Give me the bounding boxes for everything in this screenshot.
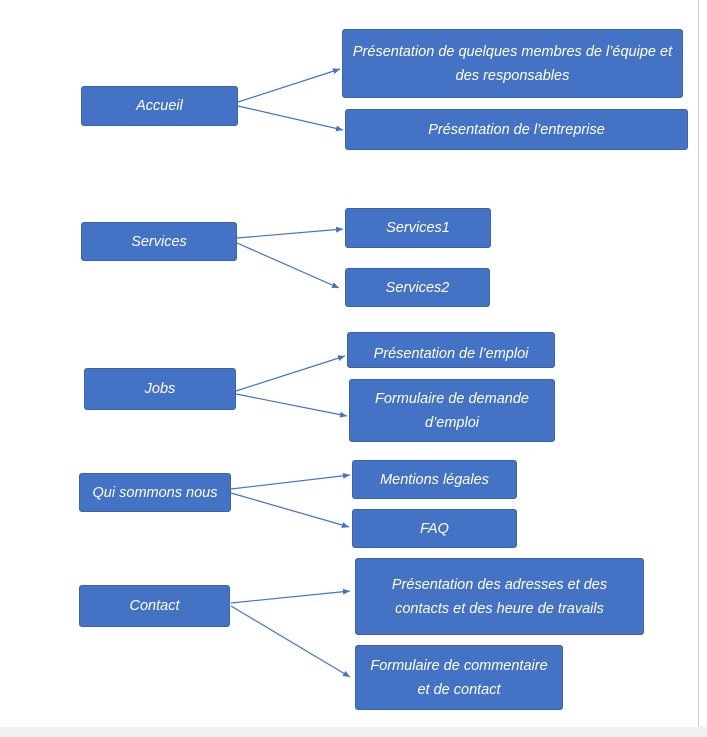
arrow-contact-to-formulaire-contact [230,605,351,678]
node-presentation-emploi: Présentation de l’emploi [347,332,555,368]
node-formulaire-contact-label: Formulaire de commentaire et de contact [370,657,548,698]
arrow-contact-to-adresses [230,588,351,604]
node-presentation-equipe-label: Présentation de quelques membres de l’éq… [352,43,673,84]
arrow-qui-to-faq [230,492,350,528]
node-presentation-equipe: Présentation de quelques membres de l’éq… [342,29,683,98]
arrow-services-to-services2 [236,242,340,289]
node-qui-sommons-nous: Qui sommons nous [79,473,231,512]
node-presentation-adresses-label: Présentation des adresses et des contact… [391,576,608,617]
node-presentation-adresses: Présentation des adresses et des contact… [355,558,644,635]
node-mentions-legales: Mentions légales [352,460,517,499]
node-formulaire-contact: Formulaire de commentaire et de contact [355,645,563,710]
node-presentation-entreprise: Présentation de l’entreprise [345,109,688,150]
node-services-label: Services [131,233,187,250]
node-qui-sommons-nous-label: Qui sommons nous [92,484,218,501]
node-contact-label: Contact [129,598,180,614]
node-services1: Services1 [345,208,491,248]
node-contact: Contact [79,585,230,627]
arrow-accueil-to-entreprise [237,105,344,132]
node-presentation-entreprise-label: Présentation de l’entreprise [428,121,605,138]
node-services1-label: Services1 [386,220,450,236]
node-jobs: Jobs [84,368,236,410]
node-services2: Services2 [345,268,490,307]
node-formulaire-emploi-label: Formulaire de demande d’emploi [375,390,529,431]
node-jobs-label: Jobs [144,381,176,397]
node-accueil: Accueil [81,86,238,126]
arrow-accueil-to-equipe [237,68,341,103]
page-border [698,0,699,727]
node-services2-label: Services2 [385,279,450,296]
arrow-services-to-services1 [236,226,344,239]
node-services: Services [81,222,237,261]
node-accueil-label: Accueil [136,98,183,114]
node-formulaire-emploi: Formulaire de demande d’emploi [349,379,555,442]
node-presentation-emploi-label: Présentation de l’emploi [373,346,529,362]
arrow-qui-to-mentions [230,472,351,490]
node-mentions-legales-label: Mentions légales [380,471,489,488]
node-faq: FAQ [352,509,517,548]
arrow-jobs-to-presentation-emploi [235,355,346,392]
bottom-strip [0,727,707,737]
node-faq-label: FAQ [420,520,449,537]
arrow-jobs-to-formulaire-emploi [235,393,348,418]
